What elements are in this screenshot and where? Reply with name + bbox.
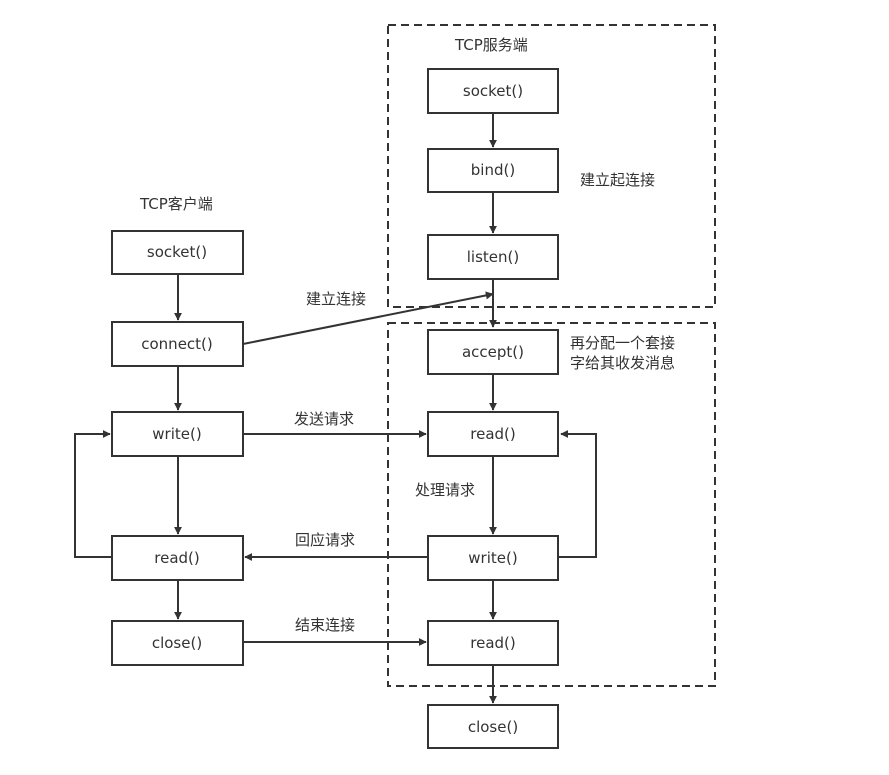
annotation-reallocate-line2: 字给其收发消息 (570, 354, 675, 372)
node-c-close-label: close() (152, 634, 202, 652)
server-setup-group (387, 24, 716, 308)
annotation-respond-request: 回应请求 (295, 531, 355, 549)
node-s-bind: bind() (427, 148, 559, 193)
node-s-bind-label: bind() (471, 161, 515, 179)
node-s-read: read() (427, 411, 559, 457)
client-group-label: TCP客户端 (139, 195, 213, 213)
node-s-close: close() (427, 704, 559, 749)
annotation-reallocate-line1: 再分配一个套接 (570, 334, 675, 352)
node-c-write-label: write() (152, 425, 201, 443)
annotation-send-request: 发送请求 (294, 410, 354, 428)
annotation-establish-connection: 建立连接 (306, 290, 366, 308)
node-s-listen-label: listen() (467, 248, 519, 266)
edge-c-connect-to-s-listen (242, 291, 494, 345)
node-s-read-label: read() (470, 425, 515, 443)
node-s-listen: listen() (427, 234, 559, 280)
edge-c-read-loop-to-write (74, 430, 112, 558)
node-s-read-final: read() (427, 620, 559, 666)
node-c-connect: connect() (111, 321, 244, 367)
node-s-accept-label: accept() (462, 343, 524, 361)
node-s-close-label: close() (468, 718, 518, 736)
node-s-read-final-label: read() (470, 634, 515, 652)
annotation-establish-setup: 建立起连接 (580, 171, 655, 189)
node-c-socket: socket() (111, 230, 244, 275)
node-c-connect-label: connect() (141, 335, 213, 353)
node-c-socket-label: socket() (147, 243, 207, 261)
node-s-socket-label: socket() (463, 82, 523, 100)
node-c-read-label: read() (154, 549, 199, 567)
server-session-group (387, 322, 716, 687)
server-group-label: TCP服务端 (454, 36, 528, 54)
node-s-write-label: write() (468, 549, 517, 567)
node-s-socket: socket() (427, 68, 559, 114)
node-c-close: close() (111, 620, 244, 666)
node-s-write: write() (427, 535, 559, 581)
annotation-process-request: 处理请求 (415, 481, 475, 499)
edges (74, 113, 597, 704)
node-c-read: read() (111, 535, 244, 581)
node-s-accept: accept() (427, 329, 559, 375)
edge-s-write-loop-to-read (559, 430, 597, 558)
node-c-write: write() (111, 411, 244, 457)
annotation-end-connection: 结束连接 (295, 616, 355, 634)
